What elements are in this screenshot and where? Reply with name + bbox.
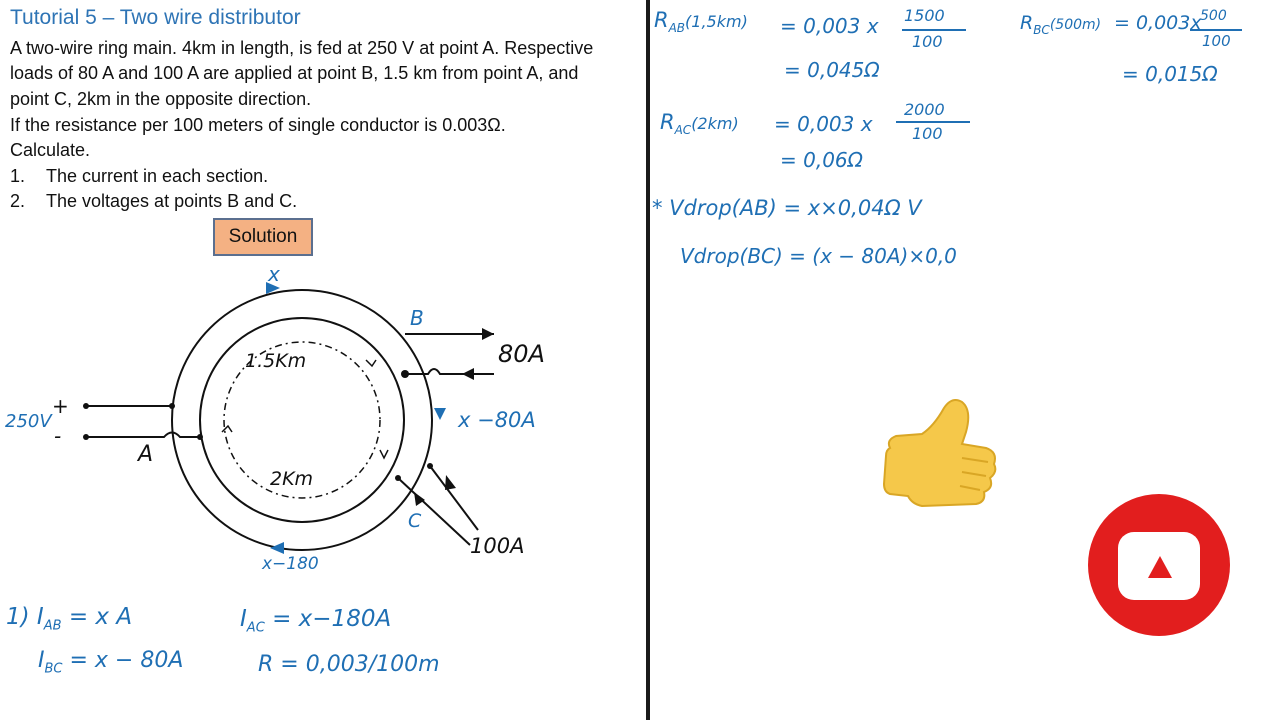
note-text: (500m) — [1049, 17, 1102, 33]
label-dist-ac: 2Km — [270, 468, 314, 490]
load-b-line-bottom — [405, 368, 494, 375]
rab-eq: = 0,003 x — [780, 14, 879, 38]
note-iab: 1) IAB = x A — [6, 604, 132, 634]
fraction-bars — [896, 29, 1242, 123]
note-text: I — [240, 606, 247, 632]
note-resistance: R = 0,003/100m — [258, 652, 440, 677]
label-plus: + — [52, 394, 69, 418]
label-load-b: 80A — [498, 340, 545, 368]
note-text: 1) I — [6, 604, 44, 630]
label-point-a: A — [138, 442, 154, 467]
note-text: (2km) — [691, 114, 739, 133]
note-text: = x − 80A — [62, 648, 184, 673]
tick-mark — [379, 449, 389, 460]
ring-main-diagram — [83, 282, 494, 554]
rbc-result: = 0,015Ω — [1122, 62, 1218, 86]
note-ibc: IBC = x − 80A — [38, 648, 183, 676]
question-number: 2. — [10, 191, 26, 211]
tutorial-title: Tutorial 5 – Two wire distributor — [10, 6, 301, 29]
junction-dot — [427, 463, 433, 469]
note-subscript: BC — [44, 661, 63, 677]
note-text: R — [660, 110, 675, 134]
rac-lhs: RAC(2km) — [660, 110, 739, 137]
inner-conductor — [199, 317, 405, 523]
note-subscript: AC — [674, 123, 692, 138]
question-text: The voltages at points B and C. — [46, 191, 298, 211]
label-minus: - — [54, 424, 62, 448]
note-subscript: AC — [246, 620, 265, 636]
label-x-top: x — [268, 262, 280, 286]
rab-lhs: RAB(1,5km) — [654, 8, 748, 35]
current-arrow-icon — [266, 282, 280, 294]
problem-line-3: point C, 2km in the opposite direction. — [10, 89, 312, 109]
note-subscript: BC — [1033, 22, 1050, 37]
current-arrow-icon — [434, 408, 446, 420]
youtube-play-icon[interactable] — [1086, 492, 1232, 638]
junction-dot — [169, 403, 175, 409]
question-text: The current in each section. — [46, 166, 269, 186]
tick-mark — [365, 359, 377, 368]
arrow-icon — [414, 492, 425, 506]
junction-dot — [395, 475, 401, 481]
rab-num: 1500 — [904, 6, 945, 25]
rac-den: 100 — [912, 124, 943, 143]
rbc-num: 500 — [1200, 8, 1227, 24]
vdrop-ab: * Vdrop(AB) = x×0,04Ω V — [652, 196, 922, 220]
problem-line-4: If the resistance per 100 meters of sing… — [10, 115, 506, 135]
rac-num: 2000 — [904, 100, 945, 119]
label-x-minus-80: x −80A — [458, 408, 536, 432]
rbc-eq: = 0,003x — [1114, 12, 1202, 34]
rbc-lhs: RBC(500m) — [1020, 12, 1101, 37]
tick-mark — [221, 424, 233, 433]
arrow-icon — [445, 475, 456, 490]
solution-label: Solution — [213, 218, 313, 256]
label-supply: 250V — [5, 411, 52, 432]
note-text: = x−180A — [264, 606, 392, 632]
label-x-minus-180: x−180 — [262, 554, 319, 574]
problem-line-5: Calculate. — [10, 140, 91, 160]
note-text: I — [38, 648, 45, 673]
problem-line-1: A two-wire ring main. 4km in length, is … — [10, 38, 594, 58]
outer-conductor — [171, 289, 433, 551]
label-load-c: 100A — [470, 534, 525, 558]
note-text: R — [654, 8, 669, 32]
dash-dot-circle — [223, 341, 381, 499]
load-c-line-2 — [429, 465, 479, 531]
vdrop-bc: Vdrop(BC) = (x − 80A)×0,0 — [680, 244, 957, 268]
terminal-dot — [83, 403, 89, 409]
rac-eq: = 0,003 x — [774, 112, 873, 136]
feed-line-negative — [86, 431, 200, 438]
terminal-dot — [83, 434, 89, 440]
rab-result: = 0,045Ω — [784, 58, 880, 82]
label-point-c: C — [408, 510, 422, 532]
load-c-line-1 — [397, 477, 471, 546]
junction-dot — [401, 370, 409, 378]
thumbs-up-icon — [882, 399, 997, 508]
rbc-den: 100 — [1202, 32, 1231, 50]
current-arrow-icon — [270, 542, 284, 554]
arrow-icon — [482, 328, 494, 340]
rac-result: = 0,06Ω — [780, 148, 863, 172]
arrow-icon — [462, 368, 474, 380]
question-number: 1. — [10, 166, 26, 186]
right-pane: RAB(1,5km) = 0,003 x 1500 100 = 0,045Ω R… — [650, 0, 1280, 720]
label-point-b: B — [410, 306, 424, 330]
page-divider — [646, 0, 650, 720]
note-iac: IAC = x−180A — [240, 606, 391, 636]
note-subscript: AB — [668, 21, 686, 36]
rab-den: 100 — [912, 32, 943, 51]
junction-dot — [197, 434, 203, 440]
note-text: (1,5km) — [685, 12, 748, 31]
note-text: = x A — [61, 604, 133, 630]
question-item-1: 1. The current in each section. — [10, 166, 268, 187]
note-text: R — [1020, 12, 1034, 34]
question-item-2: 2. The voltages at points B and C. — [10, 191, 297, 212]
note-subscript: AB — [43, 618, 62, 634]
left-pane: Tutorial 5 – Two wire distributor A two-… — [5, 6, 594, 677]
label-dist-ab: 1.5Km — [245, 350, 307, 372]
problem-line-2: loads of 80 A and 100 A are applied at p… — [10, 63, 579, 83]
